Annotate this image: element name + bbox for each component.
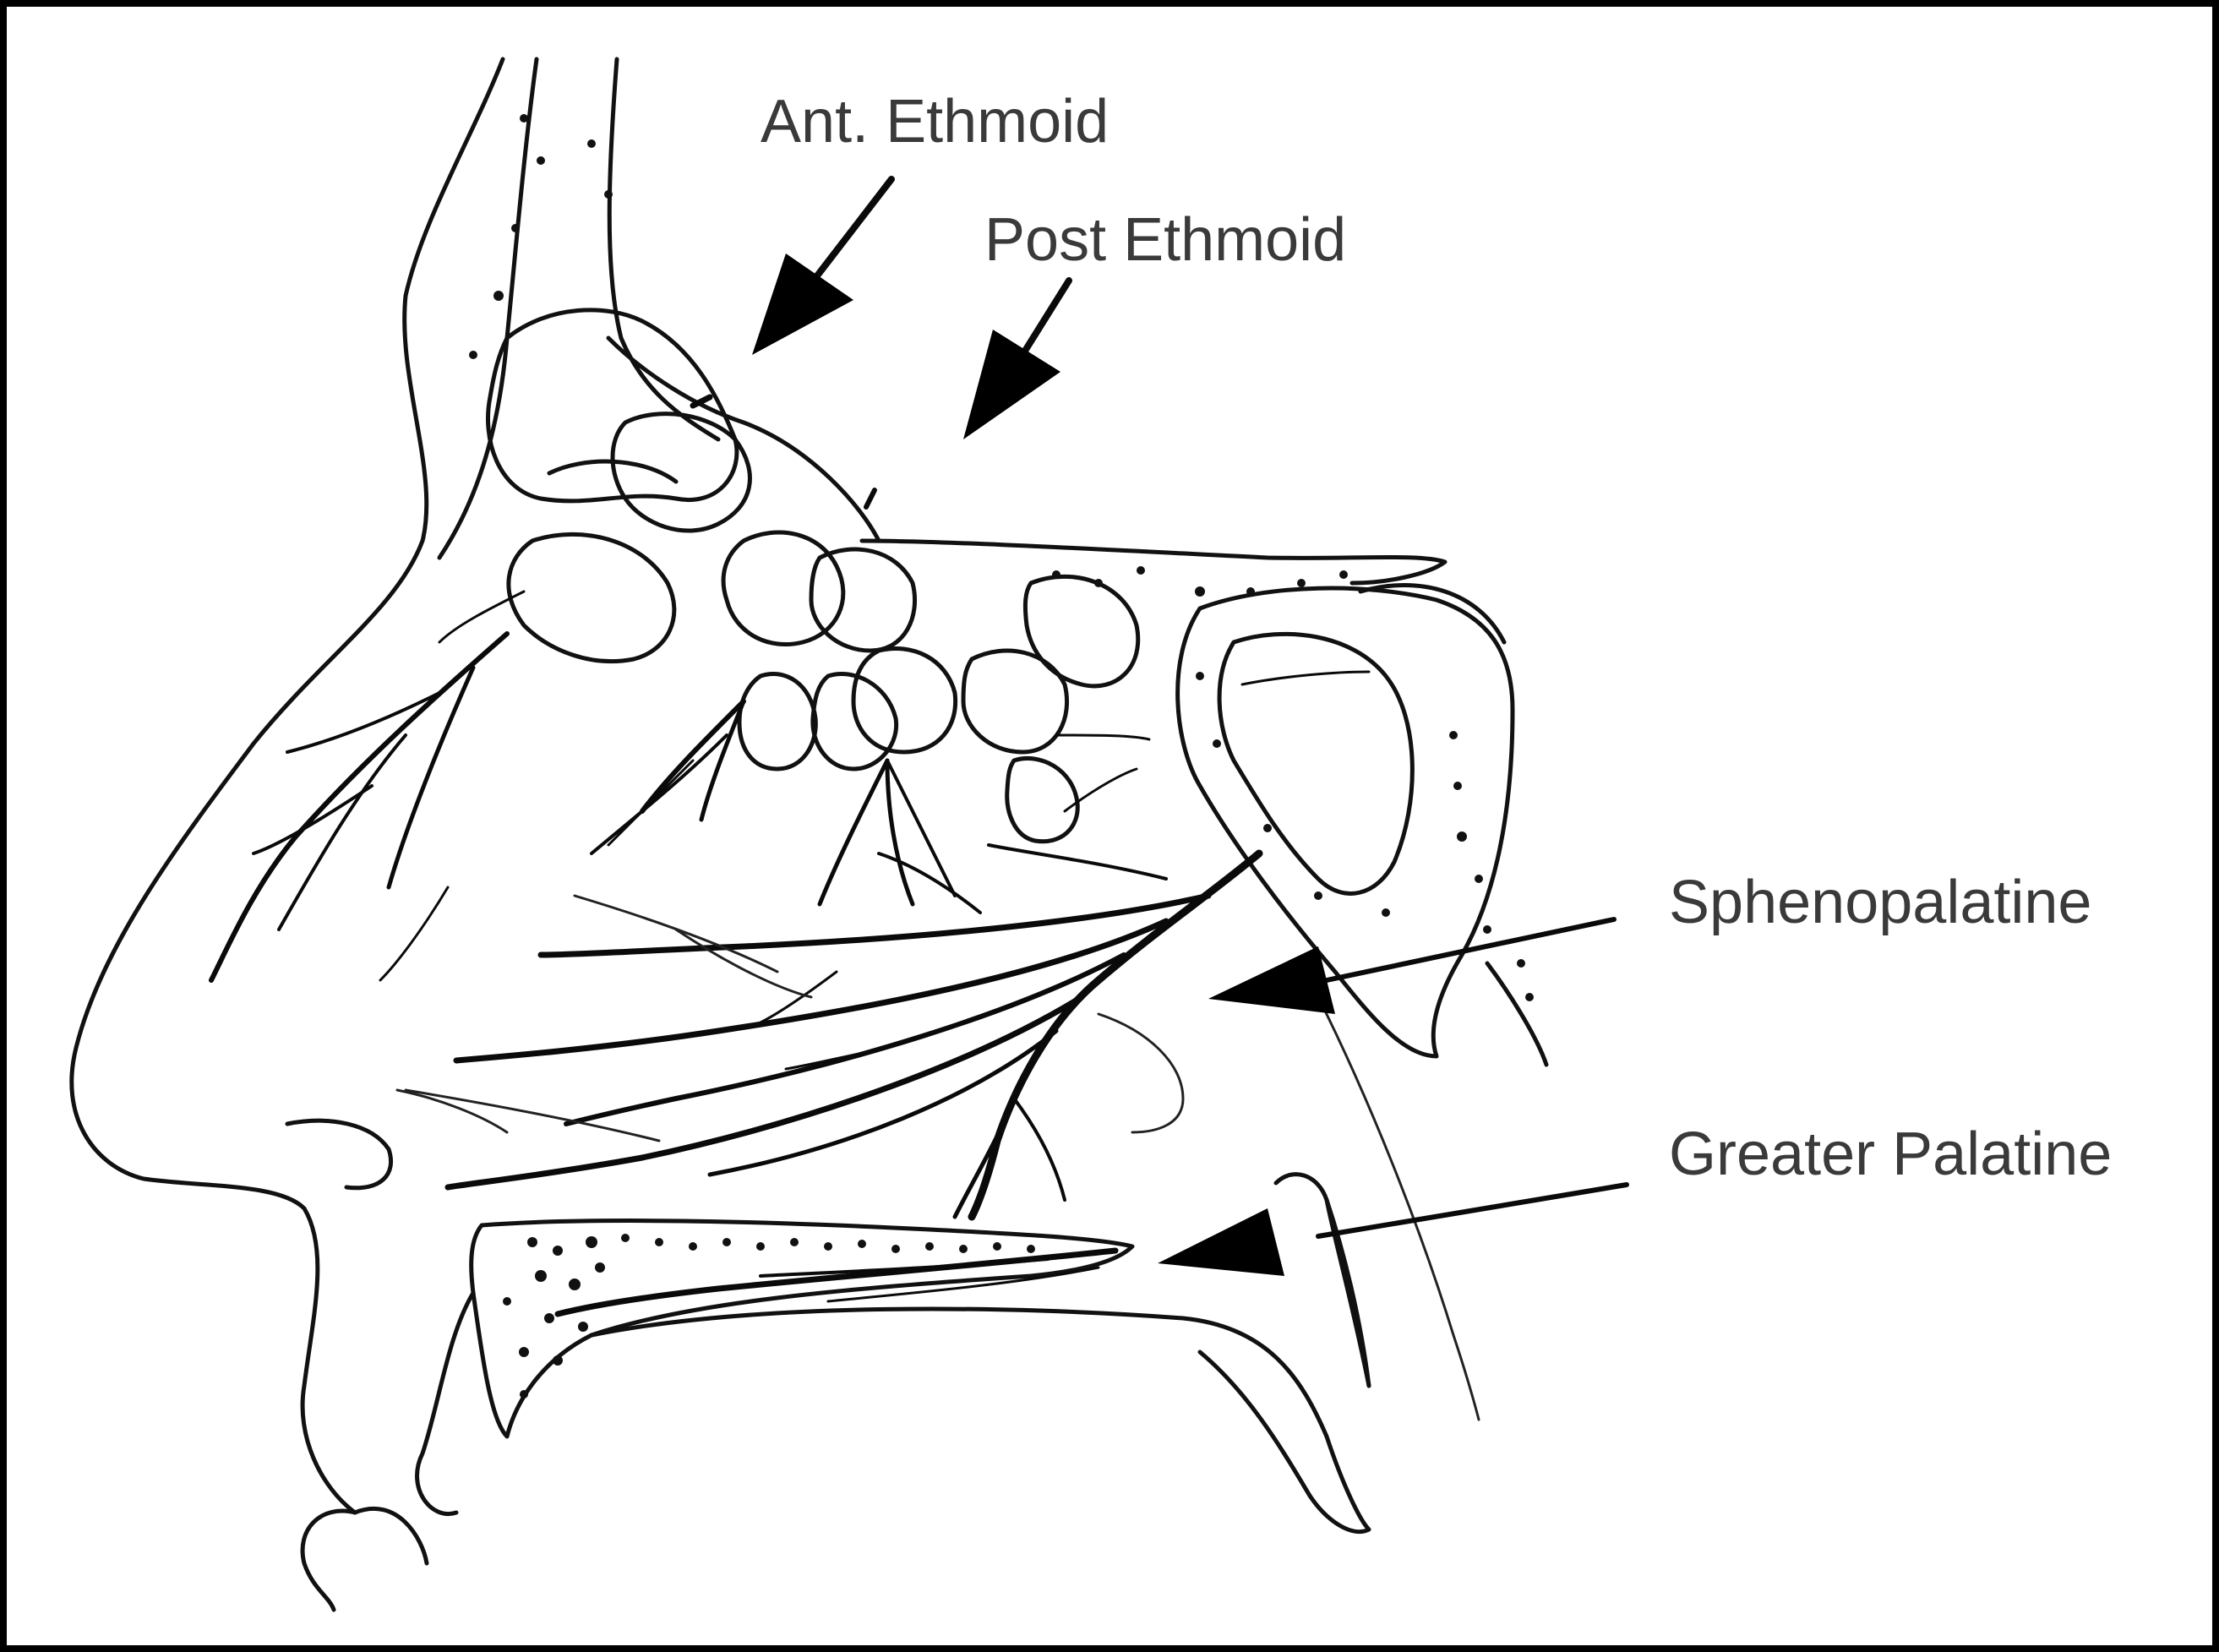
hard-palate bbox=[415, 995, 1480, 1535]
ethmoid-vessel-branches bbox=[590, 394, 1371, 907]
label-post-ethmoid: Post Ethmoid bbox=[984, 206, 1347, 274]
greater-palatine-pointer bbox=[1158, 1182, 1629, 1276]
label-ant-ethmoid: Ant. Ethmoid bbox=[761, 88, 1110, 155]
ethmoid-cells bbox=[486, 308, 1549, 1067]
greater-palatine-vessels bbox=[554, 1247, 1119, 1317]
sphenopalatine-pointer bbox=[1208, 917, 1617, 1014]
ant-ethmoid-pointer bbox=[752, 176, 895, 355]
sphenopalatine-vessels bbox=[404, 843, 1263, 1221]
nose-profile bbox=[69, 57, 721, 1612]
label-sphenopalatine: Sphenopalatine bbox=[1669, 869, 2092, 936]
label-greater-palatine: Greater Palatine bbox=[1669, 1120, 2113, 1188]
nasal-ala bbox=[285, 1088, 509, 1191]
post-ethmoid-pointer bbox=[963, 277, 1072, 439]
anterior-ethmoid-vessels bbox=[209, 590, 526, 983]
bone-texture bbox=[469, 114, 1534, 1398]
